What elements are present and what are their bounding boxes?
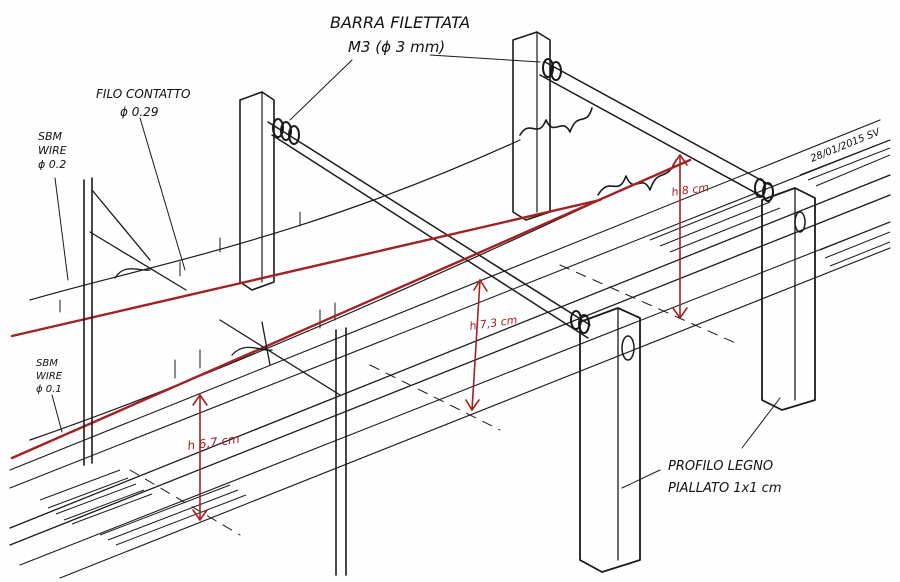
wood-profile-line2: PIALLATO 1x1 cm (668, 481, 781, 496)
mast-front (219, 319, 347, 576)
wood-post-front-center (579, 307, 641, 573)
threaded-rod-crossbar (267, 61, 771, 339)
sleeper-hatch-front (39, 139, 891, 546)
sbm-upper-line2: WIRE (38, 144, 67, 157)
signature-date: 28/01/2015 SV (809, 126, 883, 164)
contact-wire-upper (10, 198, 602, 338)
sbm-lower-line1: SBM (36, 358, 58, 369)
contact-wire-label-line2: ϕ 0.29 (120, 105, 158, 119)
sbm-upper-line3: ϕ 0.2 (38, 158, 66, 171)
contact-wire-label-line1: FILO CONTATTO (96, 87, 191, 101)
dimension-back (672, 153, 688, 320)
rod-thread-coils (272, 58, 774, 334)
messenger-wires (29, 139, 601, 441)
dimension-front (192, 393, 208, 522)
wood-post-front-right (761, 187, 816, 411)
wood-post-back-left (239, 91, 275, 291)
wood-profile-line1: PROFILO LEGNO (668, 459, 773, 474)
tension-spring-upper (519, 107, 593, 136)
height-middle-label: h 7,3 cm (469, 313, 519, 333)
track-bed (9, 119, 891, 579)
mast-left (83, 177, 187, 466)
height-back-label: h 8 cm (671, 181, 710, 199)
sbm-lower-line2: WIRE (36, 371, 63, 382)
rod-title-line2: M3 (ϕ 3 mm) (348, 38, 445, 56)
sbm-lower-line3: ϕ 0.1 (36, 384, 62, 395)
contact-wire-lower (10, 158, 692, 460)
sbm-upper-line1: SBM (38, 130, 63, 143)
tension-spring-lower (597, 159, 677, 196)
rod-title-line1: BARRA FILETTATA (330, 13, 470, 32)
height-front-label: h 6,7 cm (186, 432, 240, 453)
dimension-middle (465, 278, 488, 412)
leader-lines (51, 54, 781, 489)
